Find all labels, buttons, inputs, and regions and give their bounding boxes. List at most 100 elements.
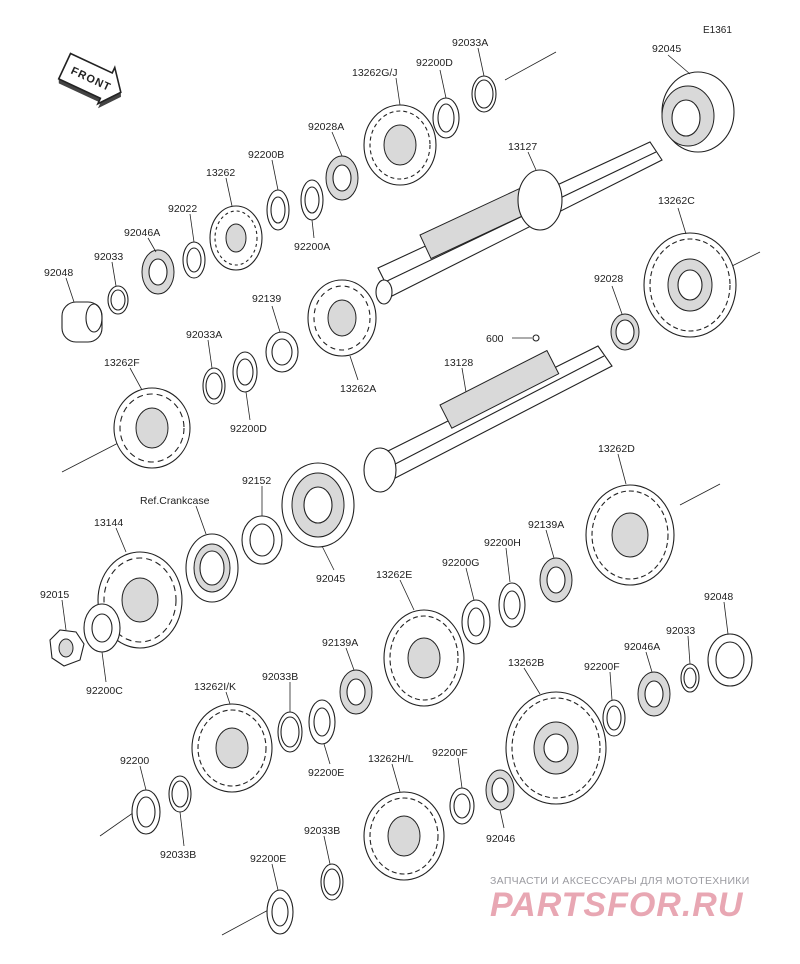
washer-92200D-mid xyxy=(232,351,258,393)
label-92033-left: 92033 xyxy=(94,251,123,263)
label-92028A: 92028A xyxy=(308,121,344,133)
label-92046A-left: 92046A xyxy=(124,227,160,239)
label-13262IK: 13262I/K xyxy=(194,681,236,693)
label-92046: 92046 xyxy=(486,833,515,845)
label-92200G: 92200G xyxy=(442,557,479,569)
label-92152: 92152 xyxy=(242,475,271,487)
front-direction-arrow: FRONT xyxy=(57,52,122,109)
label-92139A-mid: 92139A xyxy=(322,637,358,649)
washer-92200D-top xyxy=(432,97,460,139)
label-13144: 13144 xyxy=(94,517,123,529)
bushing-92048-left xyxy=(61,301,103,343)
label-13128: 13128 xyxy=(444,357,473,369)
collar-92152 xyxy=(241,515,283,565)
label-92033B-top: 92033B xyxy=(262,671,298,683)
needle-bearing-92046A-right xyxy=(637,671,671,717)
circlip-92033B-bottom xyxy=(320,863,344,901)
label-92048-left: 92048 xyxy=(44,267,73,279)
washer-92200E-bottom xyxy=(266,889,294,935)
washer-92200G xyxy=(461,599,491,645)
watermark-logo: PARTSFOR.RU xyxy=(490,886,744,924)
label-600: 600 xyxy=(486,333,504,345)
label-13262D: 13262D xyxy=(598,443,635,455)
bushing-92028 xyxy=(610,313,640,351)
gear-13262IK xyxy=(191,703,273,793)
gear-13262B xyxy=(505,691,607,805)
washer-92200F-right xyxy=(602,699,626,737)
label-ref-crankcase: Ref.Crankcase xyxy=(140,495,210,507)
gear-13262GJ xyxy=(363,104,437,186)
label-92200F-low: 92200F xyxy=(432,747,468,759)
label-92200D-mid: 92200D xyxy=(230,423,267,435)
washer-92200 xyxy=(131,789,161,835)
point-600 xyxy=(532,334,540,342)
output-shaft-13127 xyxy=(375,141,663,305)
gear-13262E xyxy=(383,609,465,707)
washer-92200F-low xyxy=(449,787,475,825)
label-13262B: 13262B xyxy=(508,657,544,669)
gear-13262HL xyxy=(363,791,445,881)
label-92028: 92028 xyxy=(594,273,623,285)
label-92022: 92022 xyxy=(168,203,197,215)
watermark: ЗАПЧАСТИ И АКСЕССУАРЫ ДЛЯ МОТОТЕХНИКИ PA… xyxy=(490,875,750,924)
gear-13262 xyxy=(209,205,263,271)
label-92139: 92139 xyxy=(252,293,281,305)
label-92200E-bottom: 92200E xyxy=(250,853,286,865)
label-13262E: 13262E xyxy=(376,569,412,581)
label-13127: 13127 xyxy=(508,141,537,153)
label-92045-mid: 92045 xyxy=(316,573,345,585)
needle-bearing-92139A-mid xyxy=(339,669,373,715)
label-92015: 92015 xyxy=(40,589,69,601)
washer-92200A xyxy=(300,179,324,221)
label-92200D-top: 92200D xyxy=(416,57,453,69)
label-92033A-mid: 92033A xyxy=(186,329,222,341)
label-92200B: 92200B xyxy=(248,149,284,161)
watermark-caption: ЗАПЧАСТИ И АКСЕССУАРЫ ДЛЯ МОТОТЕХНИКИ xyxy=(490,875,750,887)
label-92033-right: 92033 xyxy=(666,625,695,637)
label-92200: 92200 xyxy=(120,755,149,767)
label-92200A: 92200A xyxy=(294,241,330,253)
circlip-92033A-top xyxy=(471,75,497,113)
crankcase-seal xyxy=(185,533,239,603)
circlip-92033-left xyxy=(107,285,129,315)
part-labels: 92033A 92045 13262G/J 92200D 92028A 1312… xyxy=(40,37,733,865)
diagram-code: E1361 xyxy=(703,25,732,36)
label-13262: 13262 xyxy=(206,167,235,179)
needle-bearing-92046 xyxy=(485,769,515,811)
label-13262F: 13262F xyxy=(104,357,140,369)
label-92045-top: 92045 xyxy=(652,43,681,55)
circlip-92033B-top xyxy=(277,711,303,753)
washer-92200H xyxy=(498,582,526,628)
washer-92200C xyxy=(83,603,121,653)
washer-92200B xyxy=(266,189,290,231)
label-92033B-bottom: 92033B xyxy=(304,825,340,837)
label-92139A-right: 92139A xyxy=(528,519,564,531)
input-shaft-13128 xyxy=(363,345,613,493)
label-13262C: 13262C xyxy=(658,195,695,207)
nut-92015 xyxy=(49,629,85,667)
needle-bearing-92046A-left xyxy=(141,249,175,295)
label-13262HL: 13262H/L xyxy=(368,753,414,765)
gear-13262D xyxy=(585,484,675,586)
gear-13262C xyxy=(643,232,737,338)
label-92200E-mid: 92200E xyxy=(308,767,344,779)
washer-92200E-mid xyxy=(308,699,336,745)
label-92200H: 92200H xyxy=(484,537,521,549)
collar-92022 xyxy=(182,241,206,279)
label-92200F-right: 92200F xyxy=(584,661,620,673)
needle-bearing-92028A xyxy=(325,155,359,201)
bushing-92048-right xyxy=(707,633,753,687)
circlip-92033A-mid xyxy=(202,367,226,405)
label-92200C: 92200C xyxy=(86,685,123,697)
circlip-92033-right xyxy=(680,663,700,693)
leader-lines xyxy=(61,47,729,891)
label-92046A-right: 92046A xyxy=(624,641,660,653)
direction-indicator-lines xyxy=(61,51,761,936)
label-92033B-low: 92033B xyxy=(160,849,196,861)
gear-13262F xyxy=(113,387,191,469)
bearing-92045-mid xyxy=(281,462,355,548)
label-13262A: 13262A xyxy=(340,383,376,395)
bearing-92045-top xyxy=(661,71,735,153)
bushing-92139 xyxy=(265,331,299,373)
